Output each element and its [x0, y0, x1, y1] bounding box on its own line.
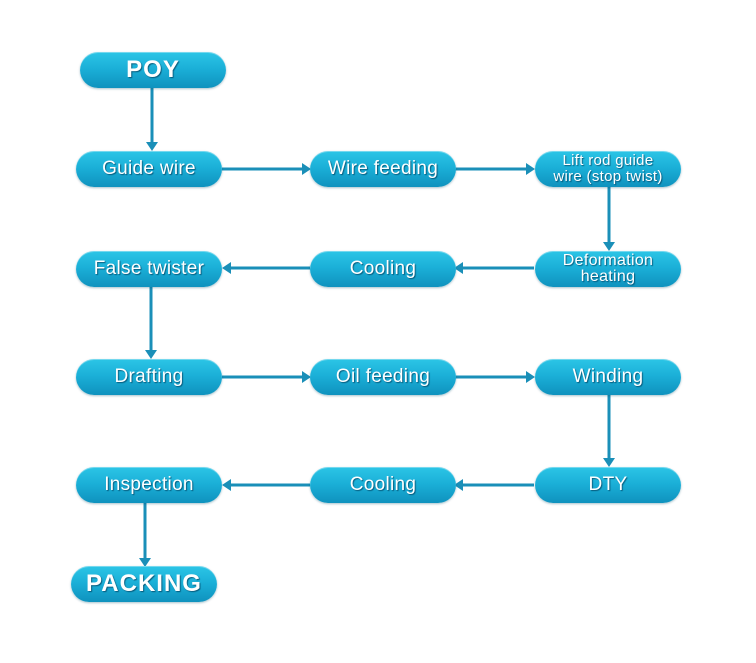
node-poy-label: POY: [126, 56, 180, 83]
node-cooling-1: Cooling: [310, 251, 456, 287]
node-poy: POY: [80, 52, 226, 88]
node-drafting-label: Drafting: [114, 366, 184, 387]
node-lift-rod-label-line2: wire (stop twist): [553, 168, 663, 185]
arrow-dty-to-cooling: [454, 479, 534, 491]
node-oil-feeding: Oil feeding: [310, 359, 456, 395]
node-dty-label: DTY: [588, 474, 628, 495]
arrow-drafting-to-oil-feeding: [222, 371, 311, 383]
node-false-twister-label: False twister: [93, 258, 205, 279]
arrow-oil-feeding-to-winding: [455, 371, 535, 383]
node-false-twister: False twister: [76, 251, 222, 287]
arrow-cooling-to-false-twister: [222, 262, 310, 274]
arrow-deformation-to-cooling: [454, 262, 534, 274]
node-deformation-label-line1: Deformation: [562, 252, 654, 269]
node-lift-rod-guide-wire: Lift rod guide wire (stop twist): [535, 151, 681, 187]
node-packing: PACKING: [71, 566, 217, 602]
node-winding-label: Winding: [572, 366, 644, 387]
node-inspection-label: Inspection: [104, 474, 194, 495]
node-oil-feeding-label: Oil feeding: [335, 366, 431, 387]
arrow-cooling-to-inspection: [222, 479, 310, 491]
arrow-guide-wire-to-wire-feeding: [222, 163, 311, 175]
node-guide-wire: Guide wire: [76, 151, 222, 187]
node-cooling-2-label: Cooling: [349, 474, 417, 495]
node-wire-feeding-label: Wire feeding: [327, 158, 439, 179]
arrow-inspection-to-packing: [139, 503, 151, 567]
arrow-false-twister-to-drafting: [145, 287, 157, 359]
arrow-poy-to-guide-wire: [146, 86, 158, 151]
node-winding: Winding: [535, 359, 681, 395]
node-drafting: Drafting: [76, 359, 222, 395]
arrow-winding-to-dty: [603, 395, 615, 467]
node-guide-wire-label: Guide wire: [102, 158, 196, 179]
node-packing-label: PACKING: [86, 570, 202, 597]
arrow-wire-feeding-to-lift-rod: [455, 163, 535, 175]
node-inspection: Inspection: [76, 467, 222, 503]
node-cooling-1-label: Cooling: [349, 258, 417, 279]
node-deformation-heating: Deformation heating: [535, 251, 681, 287]
node-lift-rod-label-line1: Lift rod guide: [562, 152, 654, 169]
node-deformation-label-line2: heating: [580, 268, 636, 285]
node-cooling-2: Cooling: [310, 467, 456, 503]
node-dty: DTY: [535, 467, 681, 503]
node-wire-feeding: Wire feeding: [310, 151, 456, 187]
arrow-lift-rod-to-deformation: [603, 187, 615, 251]
